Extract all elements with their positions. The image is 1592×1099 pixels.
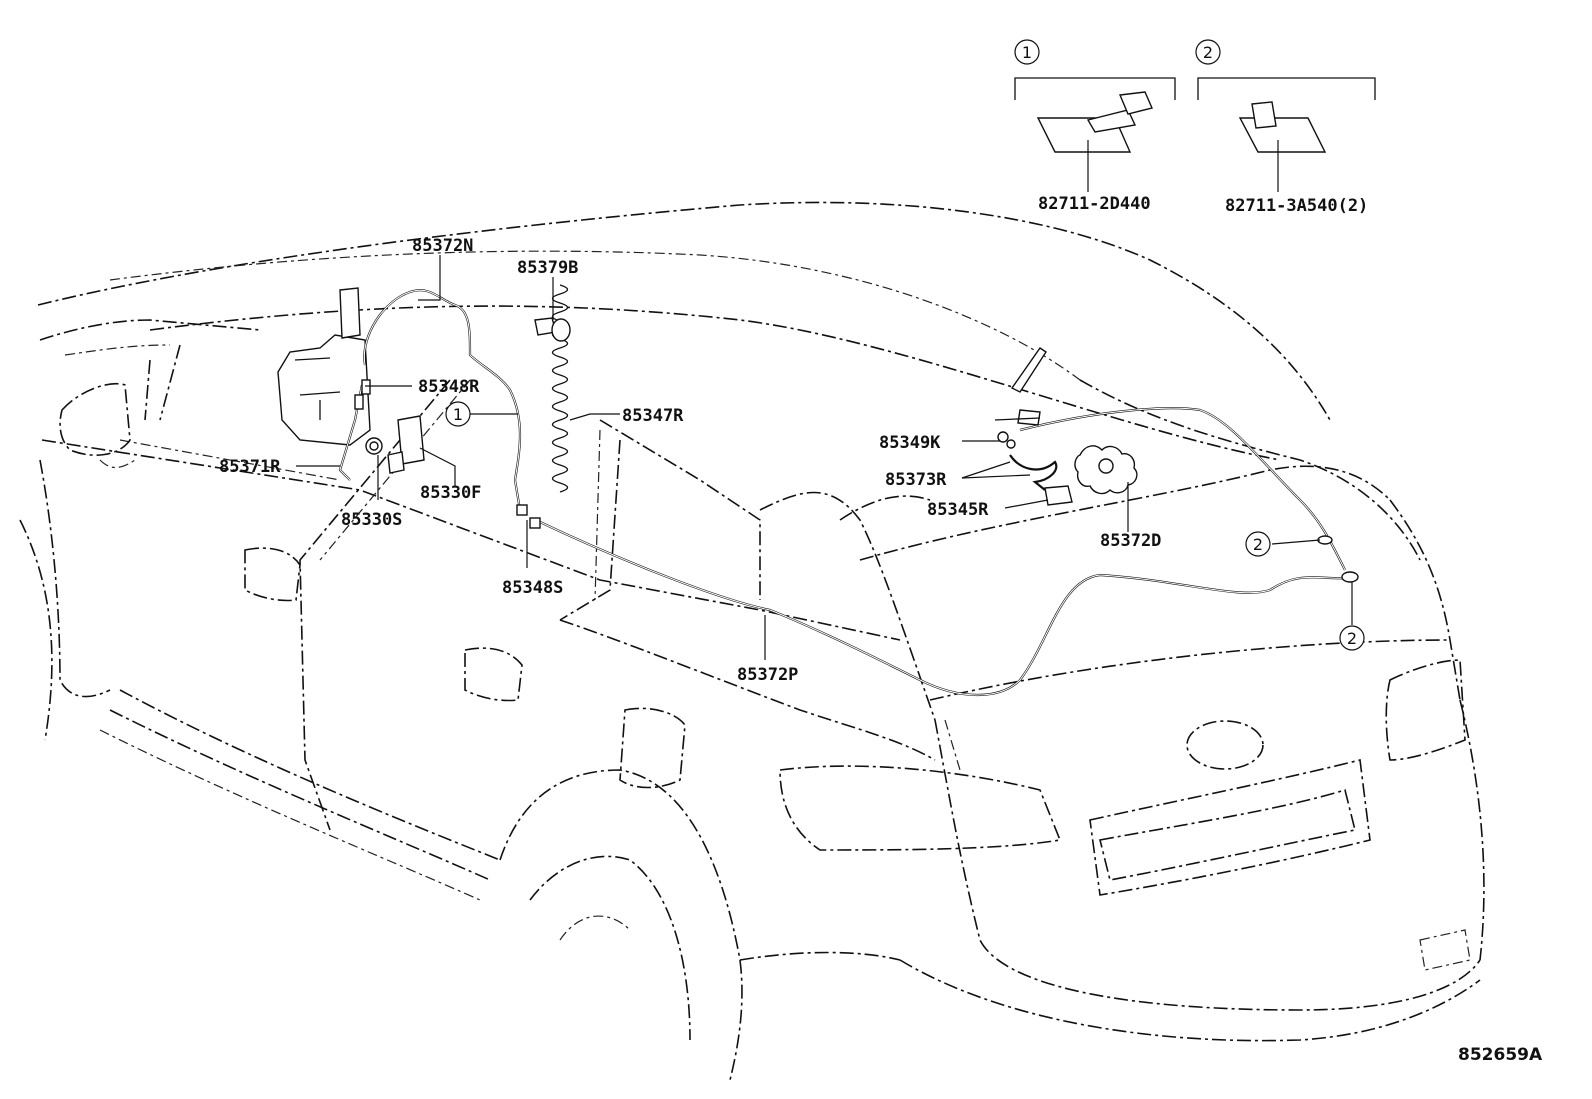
label-85372P: 85372P <box>737 665 798 685</box>
marker-clip-rear-upper: 2 <box>1245 531 1271 557</box>
label-85347R: 85347R <box>622 406 684 426</box>
marker-clip-rear-lower-label: 2 <box>1347 629 1357 648</box>
diagram-reference-number: 852659A <box>1458 1045 1543 1065</box>
leader-lines <box>296 255 1353 660</box>
label-85371R: 85371R <box>219 457 281 477</box>
inset-marker-2-label: 2 <box>1203 43 1213 62</box>
label-85345R: 85345R <box>927 500 989 520</box>
inset-marker-1: 1 <box>1014 39 1040 65</box>
label-85372D: 85372D <box>1100 531 1161 551</box>
label-85330S: 85330S <box>341 510 402 530</box>
label-85372N: 85372N <box>412 236 473 256</box>
inset-brackets <box>1014 77 1376 192</box>
label-85348S: 85348S <box>502 578 563 598</box>
vehicle-outline <box>19 201 1485 1081</box>
washer-tank <box>277 287 425 474</box>
inset-1-part-number: 82711-2D440 <box>1038 194 1151 214</box>
label-85348R: 85348R <box>418 377 480 397</box>
label-85330F: 85330F <box>420 483 481 503</box>
rear-washer-parts <box>994 347 1359 583</box>
label-85379B: 85379B <box>517 258 578 278</box>
marker-clip-front: 1 <box>445 401 471 427</box>
marker-clip-rear-lower: 2 <box>1339 625 1365 651</box>
marker-clip-front-label: 1 <box>453 405 463 424</box>
label-85373R: 85373R <box>885 470 947 490</box>
label-85349K: 85349K <box>879 433 941 453</box>
marker-clip-rear-upper-label: 2 <box>1253 535 1263 554</box>
callout-labels: 82711-2D440 82711-3A540(2) 85372N 85379B… <box>219 194 1543 1065</box>
inset-marker-1-label: 1 <box>1022 43 1032 62</box>
inset-2-part-number: 82711-3A540(2) <box>1225 196 1368 216</box>
inset-marker-2: 2 <box>1195 39 1221 65</box>
washer-hoses <box>338 284 1351 696</box>
